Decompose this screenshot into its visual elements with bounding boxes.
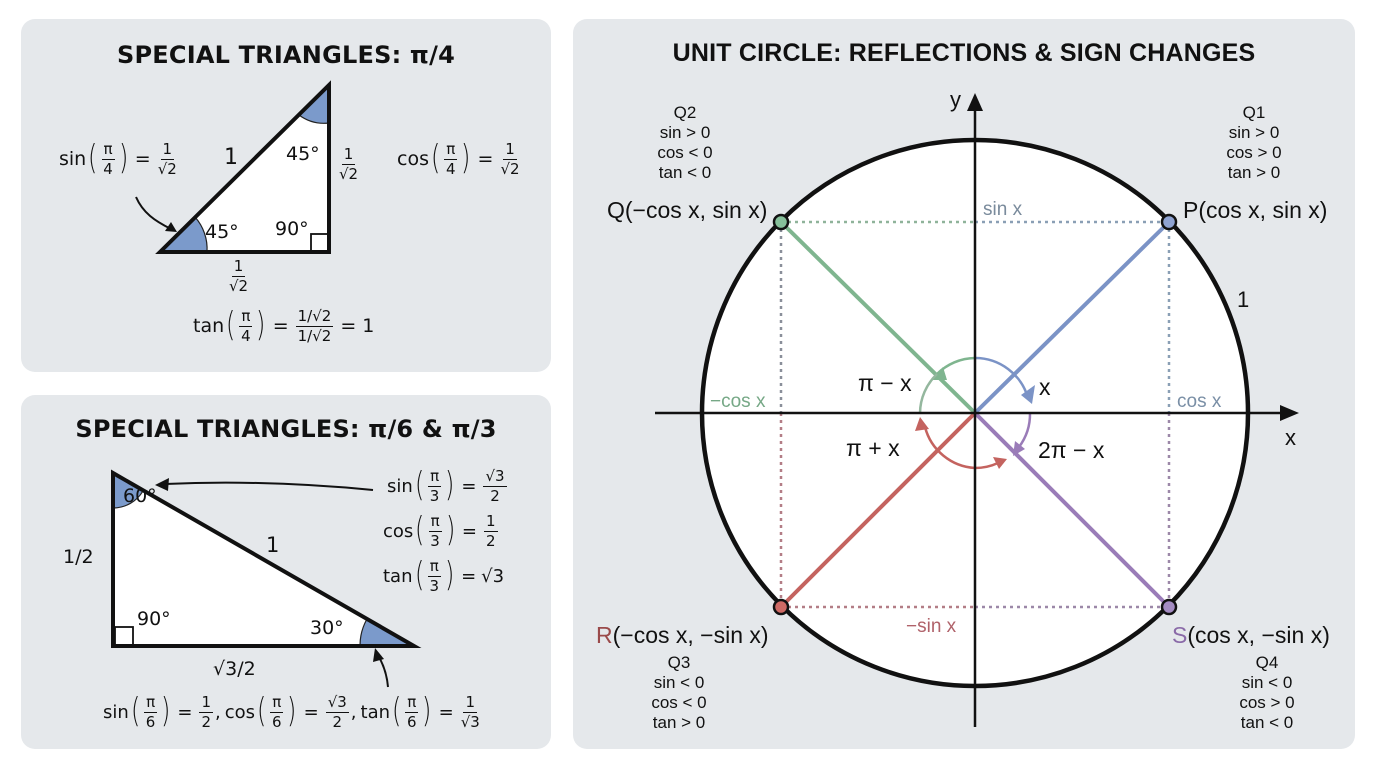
quadrant-2-signs: Q2 sin > 0 cos < 0 tan < 0: [657, 103, 713, 182]
radius-label: 1: [1237, 287, 1250, 312]
side-horizontal-label: 1√2: [229, 257, 249, 295]
radius-Q: [779, 220, 977, 415]
arrow-head-icon: [1013, 441, 1025, 456]
panel-pi4-triangle: SPECIAL TRIANGLES: π/4 1 45° 45° 90° 1√2…: [21, 19, 551, 372]
angle-60-label: 60°: [123, 485, 157, 507]
radius-R: [779, 411, 977, 609]
panel-unit-circle: UNIT CIRCLE: REFLECTIONS & SIGN CHANGES: [573, 19, 1355, 749]
point-S: [1160, 598, 1178, 616]
quadrant-1-signs: Q1 sin > 0 cos > 0 tan > 0: [1226, 103, 1282, 182]
side-vertical-label: 1√2: [339, 145, 359, 183]
panel-title: UNIT CIRCLE: REFLECTIONS & SIGN CHANGES: [672, 39, 1256, 67]
point-Q: [772, 213, 790, 231]
hypotenuse-label: 1: [266, 533, 280, 557]
angle-30-label: 30°: [310, 617, 344, 639]
angle-pi-plus-x-label: π + x: [846, 435, 900, 461]
quadrant-3-signs: Q3 sin < 0 cos < 0 tan > 0: [651, 653, 707, 732]
arrow-head-icon: [165, 222, 177, 232]
right-angle-marker: [310, 233, 329, 252]
point-R: [772, 598, 790, 616]
pi4-triangle-diagram: [135, 80, 331, 254]
right-angle-marker: [114, 626, 134, 646]
x-axis-label: x: [1285, 425, 1296, 450]
arrow-head-icon: [1021, 385, 1035, 404]
arrow-head-icon: [993, 457, 1007, 469]
point-P: [1160, 213, 1178, 231]
panel-title: SPECIAL TRIANGLES: π/6 & π/3: [75, 415, 497, 443]
y-axis-arrow-icon: [967, 93, 983, 111]
angle-left-label: 45°: [205, 221, 239, 243]
point-R-label: R(−cos x, −sin x): [596, 622, 769, 648]
angle-2pi-minus-x-label: 2π − x: [1038, 437, 1105, 463]
point-Q-label: Q(−cos x, sin x): [607, 197, 768, 223]
radius-S: [973, 411, 1171, 609]
angle-90-label: 90°: [137, 608, 171, 630]
y-axis-label: y: [950, 87, 961, 112]
side-vertical-label: 1/2: [63, 546, 94, 568]
panel-pi6-pi3-triangle: SPECIAL TRIANGLES: π/6 & π/3 60° 1 90° 3…: [21, 395, 551, 749]
angle-pi-minus-x-label: π − x: [858, 370, 912, 396]
angle-right-label: 90°: [275, 218, 309, 240]
arrow-head-icon: [915, 417, 929, 431]
quadrant-4-signs: Q4 sin < 0 cos > 0 tan < 0: [1239, 653, 1295, 732]
sin-x-projection-label: sin x: [983, 199, 1023, 220]
unit-circle-diagram: [655, 93, 1299, 727]
cos-x-projection-label: cos x: [1177, 391, 1222, 412]
neg-cos-x-projection-label: −cos x: [710, 391, 766, 412]
pi6-pi3-triangle-diagram: [111, 469, 422, 688]
hypotenuse-label: 1: [224, 145, 238, 170]
panel-title: SPECIAL TRIANGLES: π/4: [117, 41, 455, 69]
neg-sin-x-projection-label: −sin x: [906, 616, 957, 637]
arrow-head-icon: [155, 478, 169, 491]
angle-top-label: 45°: [286, 143, 320, 165]
radius-P: [973, 220, 1171, 415]
arrow-head-icon: [373, 648, 384, 662]
side-horizontal-label: √3/2: [213, 658, 256, 680]
point-P-label: P(cos x, sin x): [1183, 197, 1328, 223]
x-axis-arrow-icon: [1280, 405, 1299, 421]
angle-x-label: x: [1039, 374, 1051, 400]
point-S-label: S(cos x, −sin x): [1172, 622, 1330, 648]
